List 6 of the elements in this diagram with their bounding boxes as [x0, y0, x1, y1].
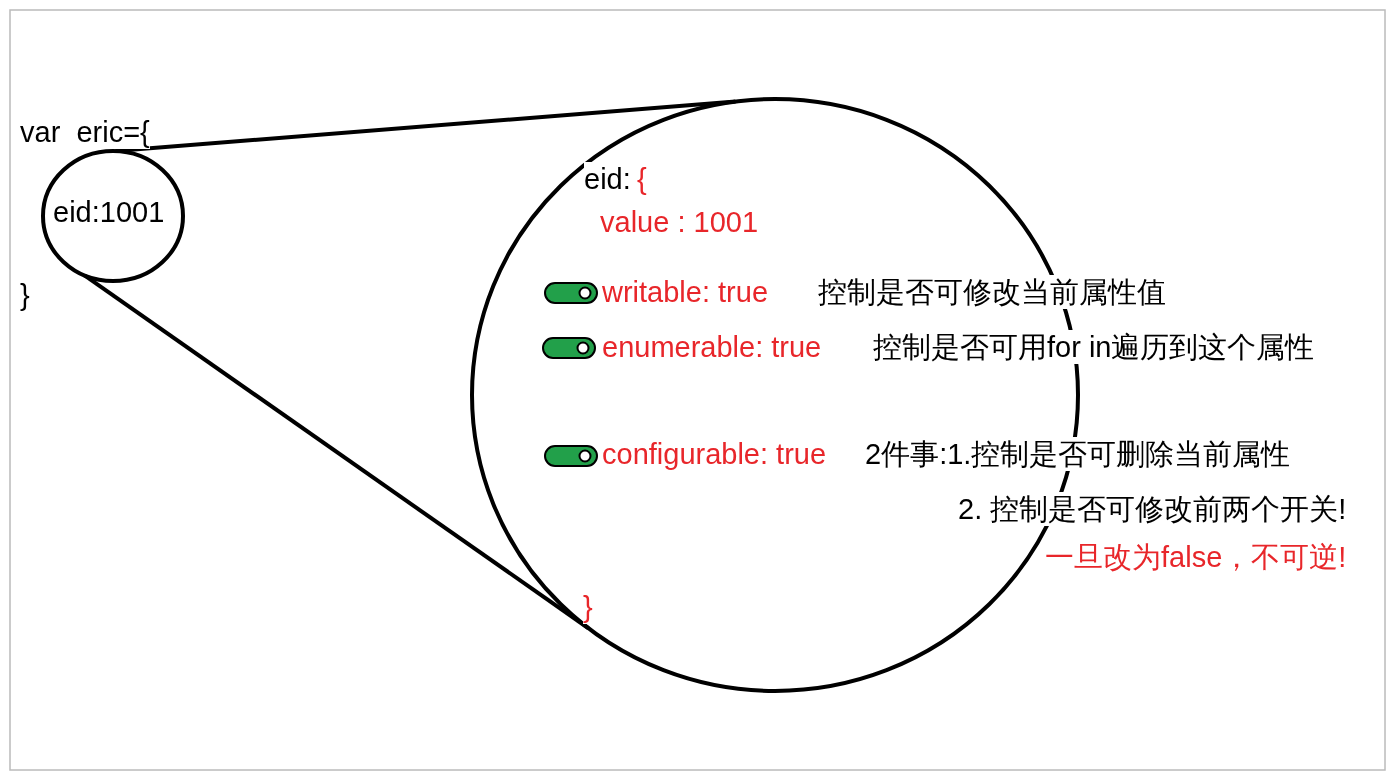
description-text: 2件事:1.控制是否可删除当前属性: [865, 437, 1291, 471]
description-text: 控制是否可修改当前属性值: [818, 275, 1166, 309]
description-text: 控制是否可用for in遍历到这个属性: [873, 330, 1315, 364]
warning-text: 一旦改为false，不可逆!: [1045, 540, 1347, 574]
small-circle: [41, 149, 185, 283]
description-text: 2. 控制是否可修改前两个开关!: [958, 492, 1347, 526]
